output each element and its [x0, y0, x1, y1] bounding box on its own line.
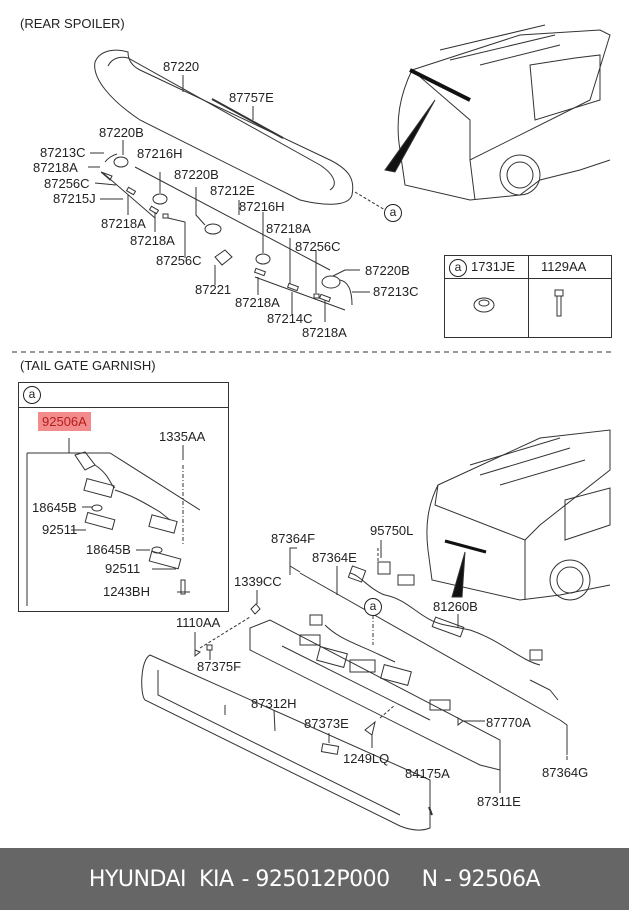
- part-label-87213C: 87213C: [373, 284, 419, 299]
- part-label-92511: 92511: [105, 561, 141, 576]
- part-label-87311E: 87311E: [477, 794, 521, 809]
- spoiler-strip-87757E: [211, 98, 284, 139]
- part-label-87373E: 87373E: [304, 716, 349, 731]
- part-label-1243BH: 1243BH: [103, 584, 150, 599]
- callout-a-marker: a: [449, 259, 467, 277]
- footer-brand: HYUNDAI KIA: [88, 866, 234, 892]
- section-title-tail-gate-garnish: (TAIL GATE GARNISH): [20, 358, 156, 373]
- part-label-87220: 87220: [163, 59, 200, 74]
- rear-spoiler-shape: [94, 49, 354, 205]
- fastener-table: a 1731JE 1129AA: [444, 255, 612, 338]
- part-label-87212E: 87212E: [210, 183, 255, 198]
- part-label-87364F: 87364F: [271, 531, 316, 546]
- part-label-87256C: 87256C: [295, 239, 341, 254]
- part-label-87215J: 87215J: [53, 191, 96, 206]
- part-label-18645B: 18645B: [86, 542, 131, 557]
- detail-box-a: a: [18, 382, 229, 612]
- fastener-1129AA-label: 1129AA: [541, 259, 587, 274]
- part-label-84175A: 84175A: [405, 766, 450, 781]
- part-label-18645B: 18645B: [32, 500, 77, 515]
- fastener-col-1: a 1731JE: [449, 259, 515, 277]
- part-label-87220B: 87220B: [365, 263, 410, 278]
- exploded-parts-drawing: [12, 24, 614, 831]
- part-label-87364E: 87364E: [312, 550, 357, 565]
- garnish-panel: [141, 654, 431, 831]
- part-label-87364G: 87364G: [542, 765, 589, 780]
- part-label-81260B: 81260B: [433, 599, 478, 614]
- vehicle-illustration-bottom: [426, 429, 611, 601]
- part-label-87770A: 87770A: [486, 715, 531, 730]
- vehicle-illustration-top: [384, 24, 611, 201]
- footer-banner: HYUNDAI KIA - 925012P000 N - 92506A: [0, 848, 629, 910]
- highlighted-part-92506A[interactable]: 92506A: [38, 412, 91, 431]
- footer-part-number: - 925012P000: [241, 866, 391, 892]
- part-label-87256C: 87256C: [156, 253, 202, 268]
- part-label-1110AA: 1110AA: [176, 615, 221, 630]
- part-label-87220B: 87220B: [174, 167, 219, 182]
- part-label-1249LQ: 1249LQ: [343, 751, 390, 766]
- part-label-87218A: 87218A: [302, 325, 347, 340]
- part-label-87216H: 87216H: [239, 199, 285, 214]
- part-label-87218A: 87218A: [101, 216, 146, 231]
- fastener-1731JE-label: 1731JE: [471, 259, 516, 274]
- part-label-87218A: 87218A: [235, 295, 280, 310]
- garnish-base-bracket: [249, 619, 501, 771]
- callout-a-marker: a: [23, 386, 41, 404]
- part-label-87214C: 87214C: [267, 311, 313, 326]
- part-label-87256C: 87256C: [44, 176, 90, 191]
- part-label-1339CC: 1339CC: [234, 574, 282, 589]
- part-label-87757E: 87757E: [229, 90, 274, 105]
- part-label-87220B: 87220B: [99, 125, 144, 140]
- section-title-rear-spoiler: (REAR SPOILER): [20, 16, 125, 31]
- part-label-1335AA: 1335AA: [159, 429, 206, 444]
- part-label-87213C: 87213C: [40, 145, 86, 160]
- part-label-92511: 92511: [42, 522, 78, 537]
- callout-a-marker: a: [364, 598, 382, 616]
- part-label-87216H: 87216H: [137, 146, 183, 161]
- part-label-95750L: 95750L: [370, 523, 414, 538]
- part-label-87312H: 87312H: [251, 696, 297, 711]
- footer-ref: N - 92506A: [421, 866, 541, 892]
- part-label-87218A: 87218A: [33, 160, 78, 175]
- part-label-87218A: 87218A: [130, 233, 175, 248]
- part-label-87221: 87221: [195, 282, 232, 297]
- callout-a-marker: a: [384, 204, 402, 222]
- part-label-87218A: 87218A: [266, 221, 311, 236]
- part-label-87375F: 87375F: [197, 659, 242, 674]
